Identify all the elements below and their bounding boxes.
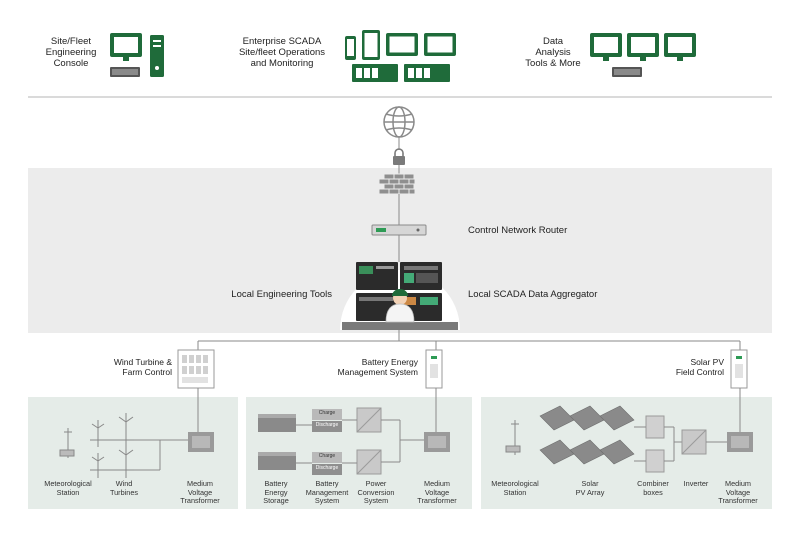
wind-transformer-icon bbox=[188, 432, 214, 452]
combiner-boxes-label: Combiner boxes bbox=[637, 479, 669, 497]
battery-storage-label: Battery Energy Storage bbox=[263, 479, 289, 506]
battery-mgmt-label: Battery Management System bbox=[305, 479, 349, 506]
wind-met-station-label: Meteorological Station bbox=[44, 479, 92, 497]
router-label: Control Network Router bbox=[468, 225, 568, 236]
wind-transformer-label: Medium Voltage Transformer bbox=[180, 479, 220, 506]
scada-operator-station-icon bbox=[340, 262, 460, 330]
enterprise-scada-icon bbox=[345, 30, 456, 82]
local-engineering-tools-label: Local Engineering Tools bbox=[231, 289, 332, 300]
battery-controller-icon bbox=[425, 349, 443, 389]
inverter-label: Inverter bbox=[683, 479, 709, 488]
charge-label: Charge bbox=[318, 410, 336, 416]
data-analysis-label: Data Analysis Tools & More bbox=[525, 36, 581, 69]
solar-met-station-icon bbox=[505, 420, 521, 455]
battery-controller-label: Battery Energy Management System bbox=[337, 357, 418, 377]
battery-transformer-label: Medium Voltage Transformer bbox=[417, 479, 457, 506]
discharge-label-2: Discharge bbox=[315, 465, 339, 471]
wind-turbines-icon bbox=[90, 413, 134, 478]
wind-turbines-label: Wind Turbines bbox=[109, 479, 139, 497]
data-analysis-icon bbox=[590, 33, 696, 77]
pcs-label: Power Conversion System bbox=[357, 479, 395, 506]
solar-controller-label: Solar PV Field Control bbox=[675, 357, 724, 377]
solar-met-station-label: Meteorological Station bbox=[491, 479, 539, 497]
battery-mgmt-icon bbox=[312, 409, 342, 475]
charge-label-2: Charge bbox=[318, 453, 336, 459]
wind-controller-label: Wind Turbine & Farm Control bbox=[113, 357, 172, 377]
solar-transformer-icon bbox=[727, 432, 753, 452]
pcs-icon bbox=[356, 407, 382, 475]
solar-controller-icon bbox=[730, 349, 748, 389]
site-fleet-console-icon bbox=[110, 33, 164, 77]
solar-transformer-label: Medium Voltage Transformer bbox=[718, 479, 758, 506]
enterprise-scada-label: Enterprise SCADA Site/fleet Operations a… bbox=[238, 36, 326, 69]
battery-storage-icon bbox=[258, 414, 296, 470]
router-icon bbox=[371, 224, 427, 236]
site-fleet-console-label: Site/Fleet Engineering Console bbox=[45, 36, 97, 69]
combiner-boxes-icon bbox=[645, 415, 665, 473]
scada-aggregator-label: Local SCADA Data Aggregator bbox=[468, 289, 598, 300]
internet-globe-icon bbox=[383, 106, 415, 138]
battery-transformer-icon bbox=[424, 432, 450, 452]
firewall-icon bbox=[378, 173, 416, 195]
discharge-label: Discharge bbox=[315, 422, 339, 428]
pv-array-label: Solar PV Array bbox=[575, 479, 605, 497]
wind-controller-icon bbox=[177, 349, 215, 389]
inverter-icon bbox=[681, 429, 707, 455]
lock-icon bbox=[393, 148, 405, 165]
pv-array-icon bbox=[539, 405, 635, 465]
wind-met-station-icon bbox=[59, 428, 75, 458]
